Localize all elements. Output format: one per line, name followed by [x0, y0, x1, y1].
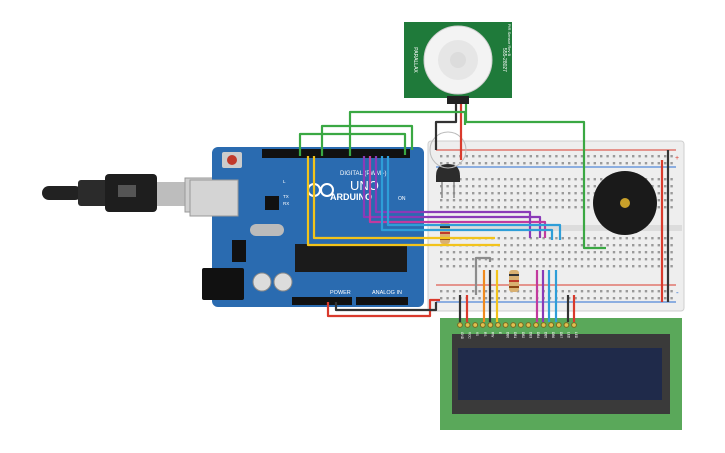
on-label: ON: [398, 196, 406, 202]
wire-green-2: [320, 124, 414, 156]
pir-label-right: 555-28027: [501, 48, 507, 72]
lcd-pin[interactable]: [540, 322, 547, 328]
wire-lcd-gray: [474, 256, 492, 295]
pir-sensor[interactable]: PARALLAX 555-28027 PIR Sensor Rev B: [404, 22, 512, 104]
power-label: POWER: [330, 290, 351, 296]
capacitor-1: [252, 272, 272, 292]
lcd-pin-label: DB7: [559, 332, 563, 338]
lcd-pin[interactable]: [555, 322, 562, 328]
capacitor-2: [273, 272, 293, 292]
wire-5v-red: [326, 298, 440, 318]
wires: [298, 104, 670, 322]
wire-purple-1: [362, 156, 542, 238]
voltage-regulator: [232, 240, 246, 262]
analog-header: [356, 297, 408, 305]
arduino-brand: ARDUINO: [330, 192, 372, 202]
rail-plus-top: +: [675, 155, 679, 162]
lcd-pin-label: DB4: [536, 332, 540, 338]
lcd-pin-label: DB2: [521, 332, 525, 338]
l-label: L: [283, 179, 286, 184]
wire-gnd-black: [334, 302, 438, 312]
lcd-screen: [458, 348, 662, 400]
wire-blue-1: [380, 156, 554, 240]
resistor-2[interactable]: [509, 270, 519, 292]
lcd-pin-label: V0: [475, 332, 479, 336]
analog-label: ANALOG IN: [372, 290, 402, 296]
piezo-buzzer[interactable]: [593, 171, 657, 235]
wire-blue-2: [386, 156, 562, 240]
lcd-pin-label: DB5: [544, 332, 548, 338]
lcd-pin-label: DB1: [513, 332, 517, 338]
atmega-chip: [295, 244, 407, 272]
lcd-pin[interactable]: [479, 322, 486, 328]
lcd-pin[interactable]: [571, 322, 577, 328]
lcd-pin[interactable]: [517, 322, 524, 328]
lcd-pin[interactable]: [472, 322, 479, 328]
wire-green-3: [348, 110, 467, 156]
lcd-pin[interactable]: [533, 322, 539, 328]
lcd-pin-label: DB6: [551, 332, 555, 338]
lcd-pin-label: RS: [483, 332, 487, 336]
usb-symbol-icon: [118, 185, 136, 197]
lcd-pin[interactable]: [502, 322, 509, 328]
lcd-pin[interactable]: [548, 322, 555, 328]
usb-jack: [189, 179, 239, 217]
wire-yellow-2: [312, 156, 495, 240]
power-jack: [202, 268, 244, 300]
pir-label-top: PIR Sensor Rev B: [507, 24, 512, 57]
lcd-pin-label: VCC: [468, 332, 472, 339]
digital-header: [262, 149, 410, 158]
lcd-pin[interactable]: [563, 322, 570, 328]
lcd-pin[interactable]: [495, 322, 501, 328]
power-header: [292, 297, 352, 305]
lcd-pin-label: DB0: [506, 332, 510, 338]
lcd-pin-label: RW: [490, 332, 494, 337]
lcd-pin-label: E: [498, 332, 502, 334]
crystal: [250, 224, 284, 236]
lcd-pin[interactable]: [464, 322, 471, 328]
lcd-pin-label: DB3: [528, 332, 532, 338]
lcd-pin[interactable]: [457, 322, 463, 328]
wire-yellow-1: [306, 156, 500, 247]
light-sensor[interactable]: [429, 131, 467, 198]
pir-label-left: PARALLAX: [412, 47, 418, 73]
wire-green-1: [298, 132, 407, 156]
lcd-pin-label: GND: [460, 332, 464, 340]
lcd-pin[interactable]: [525, 322, 532, 328]
lcd-pin[interactable]: [510, 322, 517, 328]
lcd-pin-label: LED: [574, 332, 578, 339]
rx-label: RX: [283, 201, 289, 206]
lcd-pin[interactable]: [487, 322, 494, 328]
rail-minus-bottom: -: [676, 288, 679, 297]
tx-label: TX: [283, 194, 289, 199]
lcd-pin-label: LED: [566, 332, 570, 339]
